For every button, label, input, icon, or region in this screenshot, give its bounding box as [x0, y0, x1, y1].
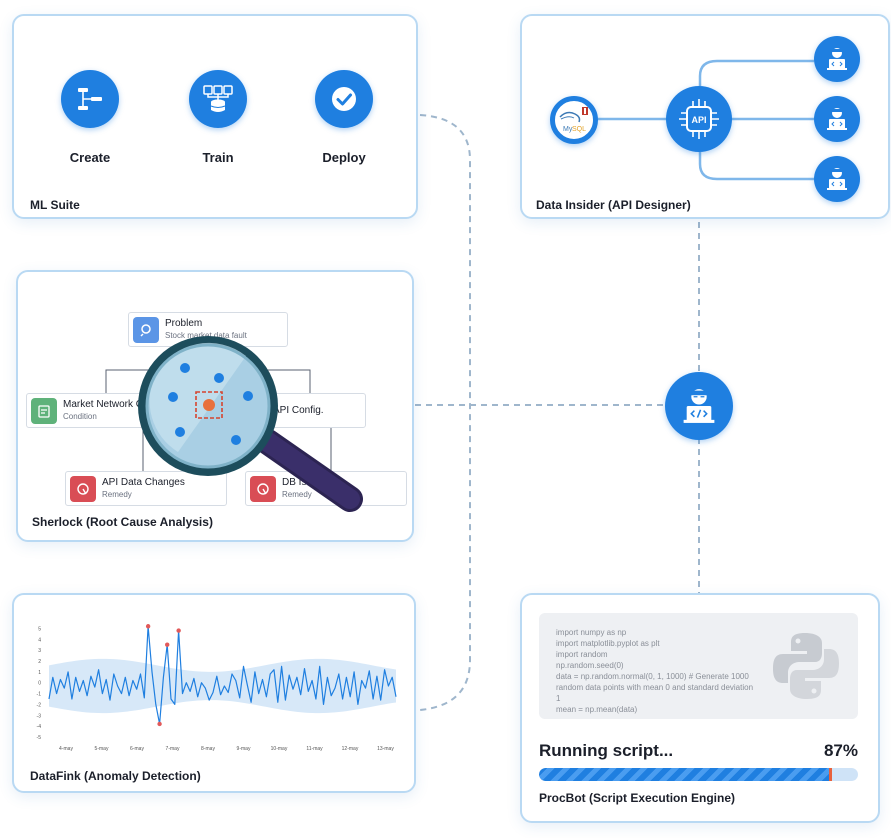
api-connector-lines	[598, 59, 814, 181]
progress-fill	[539, 768, 833, 781]
sherlock-card: Problem Stock market data fault Market N…	[16, 270, 414, 542]
y-tick-label: 4	[38, 637, 41, 643]
code-line: data = np.random.normal(0, 1, 1000) # Ge…	[556, 672, 754, 703]
ml-step-train[interactable]: Train	[173, 70, 263, 165]
code-line: import random	[556, 650, 608, 659]
magnifying-glass-icon	[138, 336, 363, 512]
x-tick-label: 7-may	[166, 746, 180, 752]
api-hub-icon[interactable]: API	[666, 86, 732, 152]
svg-text:My: My	[563, 126, 573, 133]
rc-node-subtitle: Remedy	[102, 489, 132, 499]
rc-node-title: API Data Changes	[102, 476, 185, 488]
rc-node-db-issue[interactable]: DB Issue Remedy	[245, 471, 407, 506]
ml-step-label: Deploy	[322, 150, 366, 165]
rc-node-subtitle: Condition	[63, 411, 97, 421]
y-tick-label: -5	[37, 735, 42, 741]
confidence-band	[49, 658, 396, 714]
code-line: np.random.seed(0)	[556, 661, 624, 670]
rc-node-title: API Config.	[273, 404, 324, 416]
api-label: API	[691, 115, 706, 125]
x-tick-label: 11-may	[306, 746, 323, 752]
svg-text:SQL: SQL	[572, 126, 586, 133]
y-tick-label: -2	[37, 702, 42, 708]
flow-diagram-icon	[61, 70, 119, 128]
y-tick-label: 1	[38, 670, 41, 676]
progress-bar	[539, 768, 858, 781]
x-tick-label: 5-may	[95, 746, 109, 752]
rc-node-subtitle: Remedy	[282, 489, 312, 499]
y-tick-label: 2	[38, 659, 41, 665]
progress-percent: 87%	[823, 741, 858, 760]
developer-avatar-icon[interactable]	[814, 96, 860, 142]
data-insider-card: My SQL API	[520, 14, 890, 219]
x-tick-label: 12-may	[342, 746, 359, 752]
ml-step-label: Train	[202, 150, 234, 165]
x-tick-label: 8-may	[201, 746, 215, 752]
python-logo-icon	[773, 633, 839, 699]
mysql-database-icon[interactable]: My SQL	[550, 96, 598, 144]
ml-step-create[interactable]: Create	[45, 70, 135, 165]
anomaly-point	[157, 721, 162, 727]
developer-avatar-icon[interactable]	[814, 36, 860, 82]
y-tick-label: 5	[38, 626, 41, 632]
card-title: ML Suite	[30, 198, 80, 212]
running-status: Running script...	[539, 741, 674, 760]
series-line	[48, 625, 397, 725]
y-tick-label: -4	[37, 724, 42, 730]
ml-step-deploy[interactable]: Deploy	[299, 70, 389, 165]
card-title: ProcBot (Script Execution Engine)	[539, 791, 736, 805]
code-text: import numpy as np import matplotlib.pypl…	[556, 627, 756, 715]
y-tick-label: -1	[37, 692, 42, 698]
rc-node-title: Problem	[165, 317, 203, 329]
database-network-icon	[189, 70, 247, 128]
remedy-icon	[70, 475, 96, 502]
x-tick-label: 6-may	[130, 746, 144, 752]
check-circle-icon	[315, 70, 373, 128]
y-tick-label: -3	[37, 713, 42, 719]
card-title: Data Insider (API Designer)	[536, 198, 691, 212]
anomaly-line-chart: 5 4 3 2 1 0 -1 -2 -3 -4 -5 4-may 5-may 6-may 7-may 8-ma…	[37, 624, 397, 752]
card-title: DataFink (Anomaly Detection)	[30, 769, 201, 783]
x-tick-label: 4-may	[59, 746, 73, 752]
remedy-icon	[250, 475, 276, 502]
search-icon	[133, 316, 159, 343]
rc-node-subtitle: Stock market data fault	[165, 330, 247, 340]
developer-avatar-icon[interactable]	[814, 156, 860, 202]
code-line: import numpy as np	[556, 628, 627, 637]
rc-node-api-changes[interactable]: API Data Changes Remedy	[65, 471, 227, 506]
rc-node-title: Market Network Co	[63, 398, 149, 410]
clipboard-icon	[31, 397, 57, 424]
anomaly-point	[145, 624, 151, 629]
code-line: mean = np.mean(data)	[556, 705, 638, 714]
anomaly-point	[176, 628, 181, 633]
card-title: Sherlock (Root Cause Analysis)	[32, 515, 213, 529]
developer-hub-icon[interactable]	[665, 372, 733, 440]
ml-suite-card: Create Train Deploy ML Suite	[12, 14, 418, 219]
x-tick-label: 13-may	[377, 746, 394, 752]
y-tick-label: 3	[38, 648, 41, 654]
code-line: import matplotlib.pyplot as plt	[556, 639, 660, 648]
rc-node-title: DB Issue	[282, 476, 323, 488]
ml-step-label: Create	[69, 150, 111, 165]
code-panel: import numpy as np import matplotlib.pypl…	[539, 613, 858, 719]
datafink-card: 5 4 3 2 1 0 -1 -2 -3 -4 -5 4-may 5-may 6-may 7-may 8-ma…	[12, 593, 416, 793]
x-tick-label: 10-may	[271, 746, 288, 752]
y-tick-label: 0	[38, 681, 41, 687]
anomaly-point	[165, 642, 170, 647]
x-tick-label: 9-may	[237, 746, 251, 752]
